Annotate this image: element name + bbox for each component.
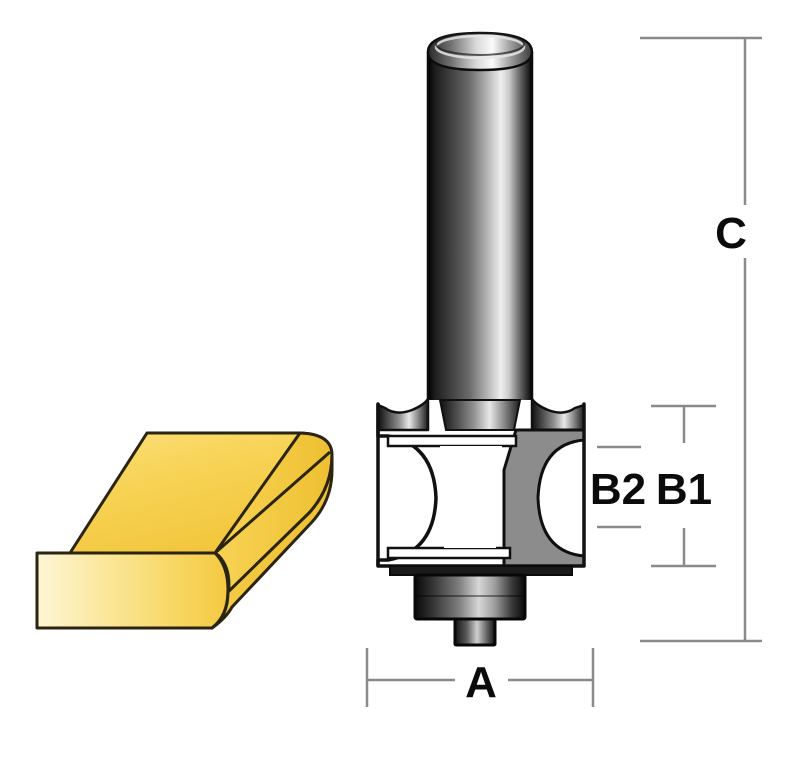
shank-rim-shadow [435,32,525,56]
cutting-wing-notch [536,438,586,558]
dimension-b1: B1 [651,404,716,568]
bullnose-router-bit [376,31,586,647]
bearing-screw [453,617,497,647]
dimension-c-label: C [715,209,747,258]
workpiece-end-face [210,453,334,630]
shank [428,48,532,400]
dimension-b2: B2 [590,445,646,529]
cutter-shoulder-right [530,397,586,432]
dimension-b2-label: B2 [590,465,646,514]
dimension-a-label: A [465,658,497,707]
dimension-c: C [640,36,762,643]
workpiece-front-face [35,551,230,630]
shank-outline [426,52,534,400]
cutter-core [440,446,502,548]
bullnose-profile-sample [35,431,334,630]
flute-upper [386,434,518,448]
cutter-neck [438,399,522,431]
flute-lower [386,546,512,560]
dimension-b1-label: B1 [656,465,712,514]
cutter-shoulder-left [376,397,430,432]
dimension-a: A [365,648,595,707]
shank-rim-highlight [434,34,526,60]
cutter-base-plate [389,565,573,576]
pilot-bearing [413,573,527,621]
workpiece-crease-line [214,450,331,555]
